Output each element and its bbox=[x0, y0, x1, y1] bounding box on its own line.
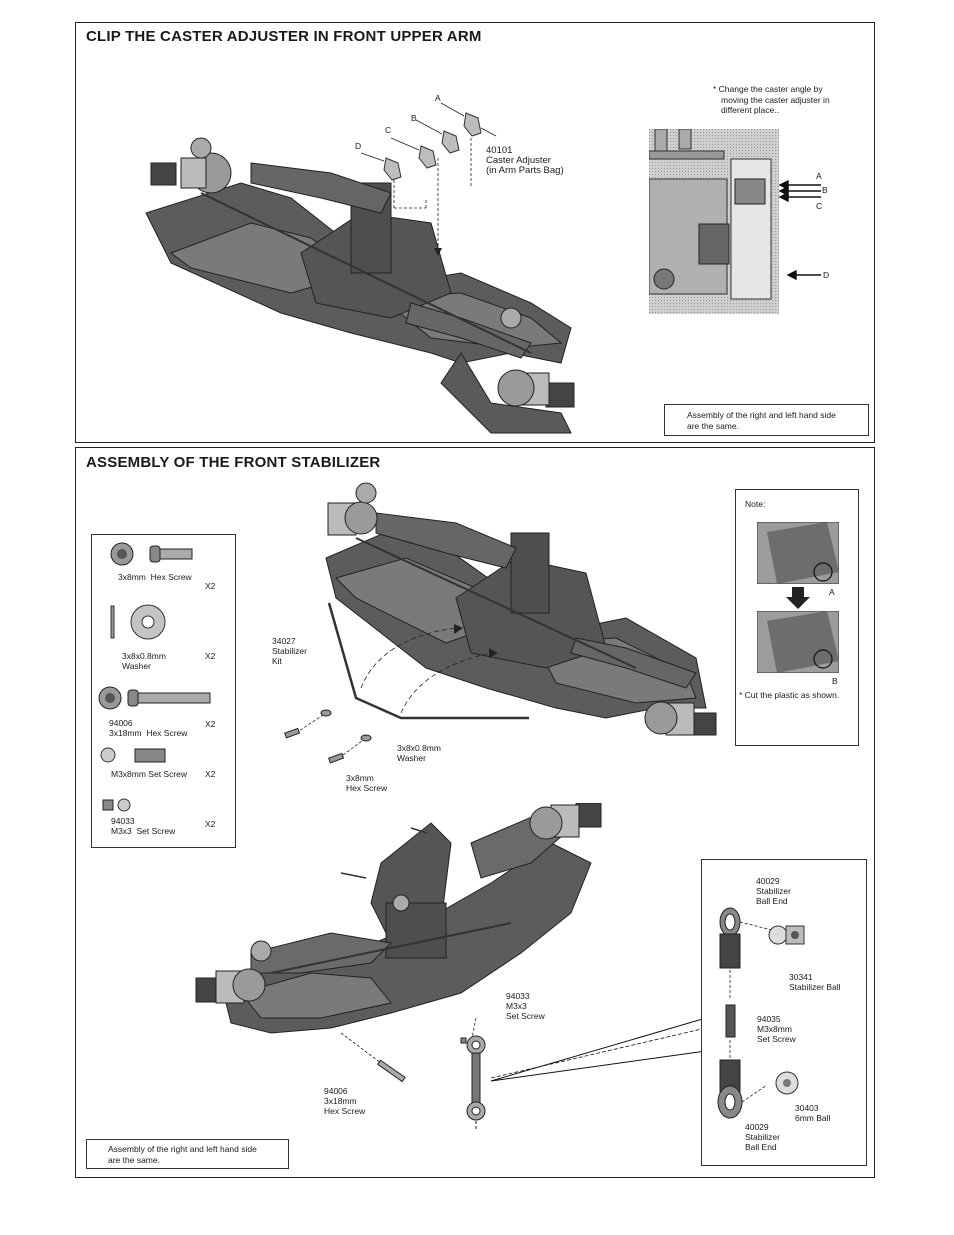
detail-pointer-lines bbox=[490, 1017, 706, 1082]
section-front-stabilizer: ASSEMBLY OF THE FRONT STABILIZER 3x8mm H… bbox=[75, 447, 875, 1178]
hint-line-3: different place.. bbox=[721, 105, 779, 115]
letter-d: D bbox=[355, 141, 362, 151]
note-caption: * Cut the plastic as shown. bbox=[739, 690, 840, 700]
detail-arrows bbox=[778, 179, 821, 281]
hex-callout-1: 3x8mm bbox=[346, 773, 374, 783]
letter-b: B bbox=[411, 113, 417, 123]
assembly-note-box: Assembly of the right and left hand side… bbox=[86, 1139, 289, 1169]
part-bag: (in Arm Parts Bag) bbox=[486, 165, 564, 176]
set-screw-m3x8-icon bbox=[100, 747, 166, 763]
part-3-line-1: 94006 bbox=[109, 718, 133, 728]
callout-94033-2: M3x3 bbox=[506, 1001, 527, 1011]
front-stabilizer-link-illustration bbox=[195, 803, 602, 1083]
ball-1: 30341 bbox=[789, 972, 813, 982]
detail-letter-d: D bbox=[823, 270, 830, 280]
ball-end-top-2: Stabilizer bbox=[756, 886, 791, 896]
cut-photo-b bbox=[757, 611, 839, 673]
part-5-line-2: M3x3 Set Screw bbox=[111, 826, 176, 836]
hex-screw-3x18-icon bbox=[98, 686, 211, 710]
note-line-1: Assembly of the right and left hand side bbox=[108, 1144, 257, 1154]
callout-94033-3: Set Screw bbox=[506, 1011, 545, 1021]
detail-letter-c: C bbox=[816, 201, 823, 211]
stabilizer-link-detail-box: 40029 Stabilizer Ball End 30341 Stabiliz… bbox=[701, 859, 867, 1166]
note-letter-a: A bbox=[829, 587, 835, 597]
washer-callout-1: 3x8x0.8mm bbox=[397, 743, 441, 753]
note-letter-b: B bbox=[832, 676, 838, 686]
part-2-line-2: Washer bbox=[122, 661, 151, 671]
ball-end-top-3: Ball End bbox=[756, 896, 788, 906]
part-4-qty: X2 bbox=[205, 769, 216, 779]
note-line-2: are the same. bbox=[687, 421, 739, 431]
set-screw-2: M3x8mm bbox=[757, 1024, 792, 1034]
section-title: CLIP THE CASTER ADJUSTER IN FRONT UPPER … bbox=[86, 28, 482, 45]
set-screw-3: Set Screw bbox=[757, 1034, 796, 1044]
section-title: ASSEMBLY OF THE FRONT STABILIZER bbox=[86, 454, 381, 471]
caster-adjuster-parts bbox=[360, 102, 497, 256]
kit-line-2: Stabilizer bbox=[272, 646, 307, 656]
ball-end-bottom-3: Ball End bbox=[745, 1142, 777, 1152]
hex-screw-3x8-icon bbox=[110, 542, 193, 566]
note-line-2: are the same. bbox=[108, 1155, 160, 1165]
part-2-qty: X2 bbox=[205, 651, 216, 661]
part-4-line-1: M3x8mm Set Screw bbox=[111, 769, 188, 779]
note-heading: Note: bbox=[745, 499, 766, 509]
callout-94033-1: 94033 bbox=[506, 991, 530, 1001]
kit-line-3: Kit bbox=[272, 656, 282, 666]
set-screw-1: 94035 bbox=[757, 1014, 781, 1024]
six-mm-ball-2: 6mm Ball bbox=[795, 1113, 831, 1123]
down-arrow-icon bbox=[786, 587, 810, 609]
stabilizer-bar-parts bbox=[284, 602, 529, 764]
ball-end-bottom-1: 40029 bbox=[745, 1122, 769, 1132]
detail-letter-b: B bbox=[822, 185, 828, 195]
callout-94006-3: Hex Screw bbox=[324, 1106, 366, 1116]
section-caster-adjuster: CLIP THE CASTER ADJUSTER IN FRONT UPPER … bbox=[75, 22, 875, 443]
callout-94006-1: 94006 bbox=[324, 1086, 348, 1096]
part-1-line-1: 3x8mm Hex Screw bbox=[118, 572, 192, 582]
assembly-note-box: Assembly of the right and left hand side… bbox=[664, 404, 869, 436]
parts-list-box: 3x8mm Hex Screw X2 3x8x0.8mm Washer X2 9… bbox=[91, 534, 236, 848]
ball-end-bottom-2: Stabilizer bbox=[745, 1132, 780, 1142]
six-mm-ball-icon bbox=[775, 1071, 799, 1095]
caster-detail-photo bbox=[649, 129, 779, 314]
letter-a: A bbox=[435, 93, 441, 103]
part-number-40101: 40101 bbox=[486, 145, 513, 156]
cut-plastic-note-box: Note: A B * Cut the plastic as shown. bbox=[735, 489, 859, 746]
part-3-line-2: 3x18mm Hex Screw bbox=[109, 728, 188, 738]
set-screw-m3x3-icon bbox=[102, 798, 131, 812]
part-5-qty: X2 bbox=[205, 819, 216, 829]
kit-number: 34027 bbox=[272, 636, 296, 646]
washer-callout-2: Washer bbox=[397, 753, 426, 763]
part-2-line-1: 3x8x0.8mm bbox=[122, 651, 166, 661]
detail-letter-a: A bbox=[816, 171, 822, 181]
letter-c: C bbox=[385, 125, 392, 135]
callout-94006-2: 3x18mm bbox=[324, 1096, 357, 1106]
note-line-1: Assembly of the right and left hand side bbox=[687, 410, 836, 420]
stabilizer-ball-icon bbox=[768, 925, 805, 945]
ball-2: Stabilizer Ball bbox=[789, 982, 841, 992]
washer-icon bbox=[110, 604, 166, 640]
front-arm-assembly-illustration bbox=[145, 137, 575, 434]
cut-photo-a bbox=[757, 522, 839, 584]
six-mm-ball-1: 30403 bbox=[795, 1103, 819, 1113]
part-1-qty: X2 bbox=[205, 581, 216, 591]
part-3-qty: X2 bbox=[205, 719, 216, 729]
part-name-caster-adjuster: Caster Adjuster bbox=[486, 155, 551, 166]
hint-line-1: * Change the caster angle by bbox=[713, 84, 823, 94]
part-5-line-1: 94033 bbox=[111, 816, 135, 826]
hint-line-2: moving the caster adjuster in bbox=[721, 95, 830, 105]
hex-callout-2: Hex Screw bbox=[346, 783, 388, 793]
ball-end-top-1: 40029 bbox=[756, 876, 780, 886]
link-parts-exploded bbox=[717, 907, 773, 1119]
front-stabilizer-assembly-illustration bbox=[325, 482, 717, 736]
stabilizer-link-part bbox=[466, 1035, 486, 1131]
